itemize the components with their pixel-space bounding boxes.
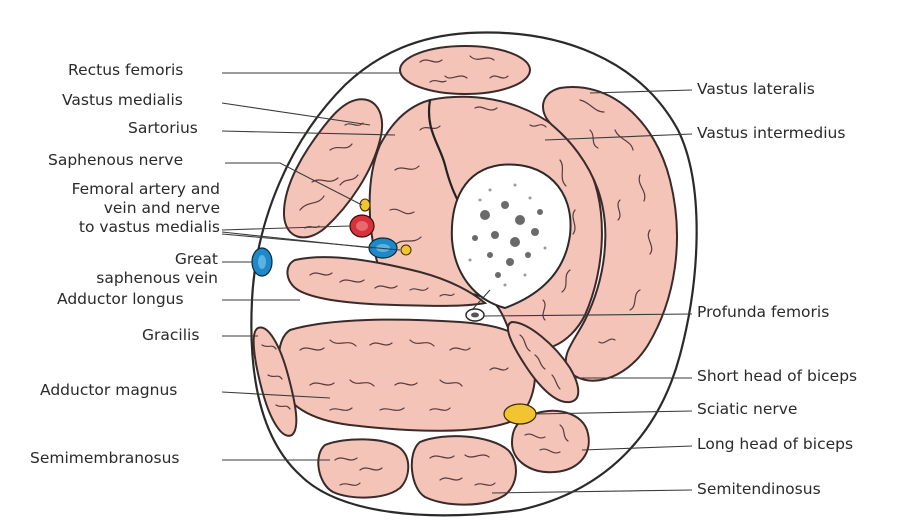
label-sciatic-nerve: Sciatic nerve [697,400,797,419]
label-vastus-medialis: Vastus medialis [62,91,183,110]
label-femoral-line-2: vein and nerve [30,199,220,218]
profunda-femoris-vessel [466,309,484,321]
label-semimembranosus: Semimembranosus [30,449,180,468]
label-adductor-magnus: Adductor magnus [40,381,177,400]
label-femoral-line-1: Femoral artery and [30,180,220,199]
label-vastus-intermedius: Vastus intermedius [697,124,845,143]
femoral-artery [350,215,374,237]
label-femoral-line-3: to vastus medialis [30,218,220,237]
label-sartorius: Sartorius [128,119,198,138]
rectus-femoris-muscle [400,46,530,94]
semitendinosus-muscle [412,436,516,504]
label-rectus-femoris: Rectus femoris [68,61,183,80]
label-great-line-2: saphenous vein [40,269,218,288]
sciatic-nerve-dot [504,404,536,424]
label-saphenous-nerve: Saphenous nerve [48,151,183,170]
label-femoral-artery-vein-nerve: Femoral artery and vein and nerve to vas… [30,180,220,237]
nerve-to-vastus-medialis-dot [401,245,411,255]
adductor-magnus-muscle [279,320,535,431]
label-great-line-1: Great [40,250,218,269]
label-profunda-femoris: Profunda femoris [697,303,829,322]
label-semitendinosus: Semitendinosus [697,480,821,499]
label-long-head-biceps: Long head of biceps [697,435,853,454]
semimembranosus-muscle [318,439,408,497]
label-vastus-lateralis: Vastus lateralis [697,80,815,99]
label-short-head-biceps: Short head of biceps [697,367,857,386]
great-saphenous-vein [252,248,272,276]
label-gracilis: Gracilis [142,326,199,345]
label-great-saphenous-vein: Great saphenous vein [40,250,218,288]
label-adductor-longus: Adductor longus [57,290,184,309]
